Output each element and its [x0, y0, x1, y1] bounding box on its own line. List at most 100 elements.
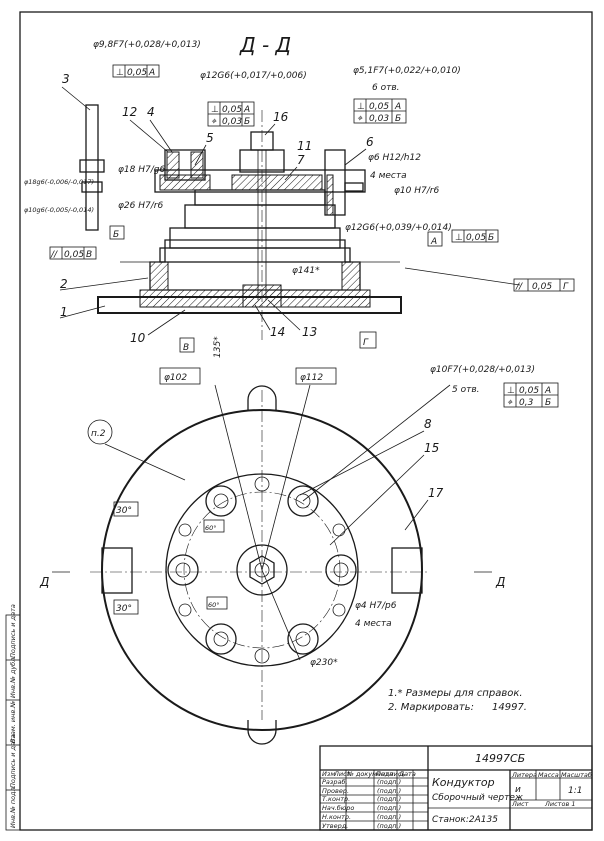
angle-3: 60° — [205, 524, 217, 532]
tol-4-val: 0,05 — [369, 102, 389, 112]
tol-5-datum: Б — [395, 114, 401, 124]
datum-boxes: Б А В Г — [109, 225, 443, 353]
title-litera-value: и — [515, 785, 521, 795]
pattern-circle-outer — [165, 473, 359, 667]
dim-3: φ5,1F7(+0,022/+0,010) — [353, 66, 461, 76]
row-nachburo: Нач.бюро — [322, 804, 354, 812]
tol-2-datum: A — [243, 105, 250, 115]
dim-2: φ12G6(+0,017/+0,006) — [200, 71, 307, 81]
callout-6: 6 — [366, 135, 374, 149]
lug-right — [391, 547, 423, 594]
callout-8: 8 — [424, 417, 432, 431]
callout-14: 14 — [270, 325, 285, 339]
tol-4-sym: ⊥ — [357, 102, 365, 112]
callout-5: 5 — [206, 131, 214, 145]
note-2-value: 14997. — [492, 702, 527, 713]
note-1: 1.* Размеры для справок. — [388, 688, 523, 699]
bushing-holes — [167, 476, 357, 664]
slot-bottom — [247, 720, 277, 745]
dim-11: φ10g6(-0,005/-0,014) — [24, 206, 94, 214]
angle-1: 30° — [116, 506, 132, 516]
tol-3-datum: Б — [244, 117, 250, 127]
callout-10: 10 — [130, 331, 146, 345]
tol-6-val: 0,05 — [466, 233, 486, 243]
title-block: 14997СБ Кондуктор Сборочный чертеж Стано… — [319, 745, 593, 831]
plan-dims: φ102 φ112 φ10F7(+0,028/+0,013) 5 отв. φ4… — [39, 365, 535, 668]
dim-15: φ10F7(+0,028/+0,013) — [430, 365, 535, 375]
tol-6-sym: ⊥ — [455, 233, 463, 243]
row-razrab: Разраб. — [322, 778, 348, 786]
dim-9: φ141* — [292, 266, 320, 276]
tol-9-sym: ⊥ — [507, 386, 515, 396]
dim-15-note: 5 отв. — [452, 385, 480, 395]
sign-3: (подп.) — [377, 795, 401, 803]
title-name: Кондуктор — [432, 776, 495, 789]
tol-10-val: 0,3 — [519, 398, 534, 408]
angle-4: 60° — [208, 601, 220, 609]
tol-2-val: 0,05 — [222, 105, 242, 115]
callout-12: 12 — [122, 105, 137, 119]
callout-3: 3 — [62, 72, 70, 86]
callout-11: 11 — [297, 139, 312, 153]
center-hole — [254, 562, 270, 578]
tol-10-datum: Б — [545, 398, 551, 408]
title-list-label: Лист — [511, 800, 529, 808]
col-date: Дата — [398, 770, 416, 778]
sign-2: (подп.) — [377, 787, 401, 795]
section-mark-left: Д — [39, 575, 49, 589]
callout-4: 4 — [147, 105, 155, 119]
side-strip: Инв.№ подл. Подпись и дата Взам. инв.№ И… — [5, 604, 21, 831]
row-utverd: Утверд. — [322, 822, 348, 830]
strip-label-5: Подпись и дата — [9, 604, 17, 658]
dim-6: φ6 H12/h12 — [368, 153, 421, 163]
center-hex — [249, 555, 275, 585]
col-izm: Изм — [322, 770, 335, 778]
col-list: Лист — [333, 770, 351, 778]
datum-g: Г — [363, 338, 369, 348]
title-machine: Станок:2А135 — [432, 815, 498, 825]
tol-5-sym: ⌖ — [357, 114, 363, 124]
strip-label-3: Взам. инв.№ — [9, 701, 17, 743]
sign-6: (подп.) — [377, 822, 401, 830]
tol-9-val: 0,05 — [519, 386, 539, 396]
angle-2: 30° — [116, 604, 132, 614]
row-prover: Провер. — [322, 787, 349, 795]
datum-a: А — [430, 237, 437, 247]
datum-b: Б — [113, 230, 119, 240]
strip-label-1: Инв.№ подл. — [9, 785, 17, 828]
callout-7: 7 — [297, 153, 305, 167]
tol-8-val: 0,05 — [532, 282, 552, 292]
tol-3-sym: ⌖ — [211, 117, 217, 127]
dim-7: φ10 H7/r6 — [394, 186, 439, 196]
plan-view — [90, 384, 451, 745]
tol-8-datum: Г — [563, 282, 569, 292]
dim-14: φ112 — [300, 373, 323, 383]
tol-2-sym: ⊥ — [211, 105, 219, 115]
tol-8-sym: // — [515, 282, 523, 292]
sheet-frame — [19, 11, 593, 831]
callout-16: 16 — [273, 110, 289, 124]
tol-1-sym: ⊥ — [116, 68, 124, 78]
tol-7-val: 0,05 — [64, 250, 84, 260]
title-litera-label: Литера — [511, 771, 537, 779]
datum-v: В — [183, 343, 189, 353]
tolerance-frames: ⊥ 0,05 A ⊥ 0,05 A ⌖ 0,03 Б ⊥ 0,05 A ⌖ 0,… — [49, 64, 575, 408]
callout-1: 1 — [60, 305, 68, 319]
notes: 1.* Размеры для справок. 2. Маркировать:… — [388, 688, 527, 713]
dim-17: φ230* — [310, 658, 338, 668]
row-nkontr: Н.контр. — [322, 813, 351, 821]
callout-17: 17 — [428, 486, 444, 500]
callout-2: 2 — [60, 277, 68, 291]
title-listov-label: Листов 1 — [544, 800, 575, 808]
tol-5-val: 0,03 — [369, 114, 389, 124]
tol-3-val: 0,03 — [222, 117, 242, 127]
title-scale-label: Масштаб — [561, 771, 592, 779]
sign-4: (подп.) — [377, 804, 401, 812]
tol-4-datum: A — [394, 102, 401, 112]
tol-10-sym: ⌖ — [507, 398, 513, 408]
center-boss — [236, 544, 288, 596]
note-ref: п.2 — [91, 429, 106, 439]
dim-3-note: 6 отв. — [372, 83, 400, 93]
section-title: Д - Д — [239, 33, 291, 57]
